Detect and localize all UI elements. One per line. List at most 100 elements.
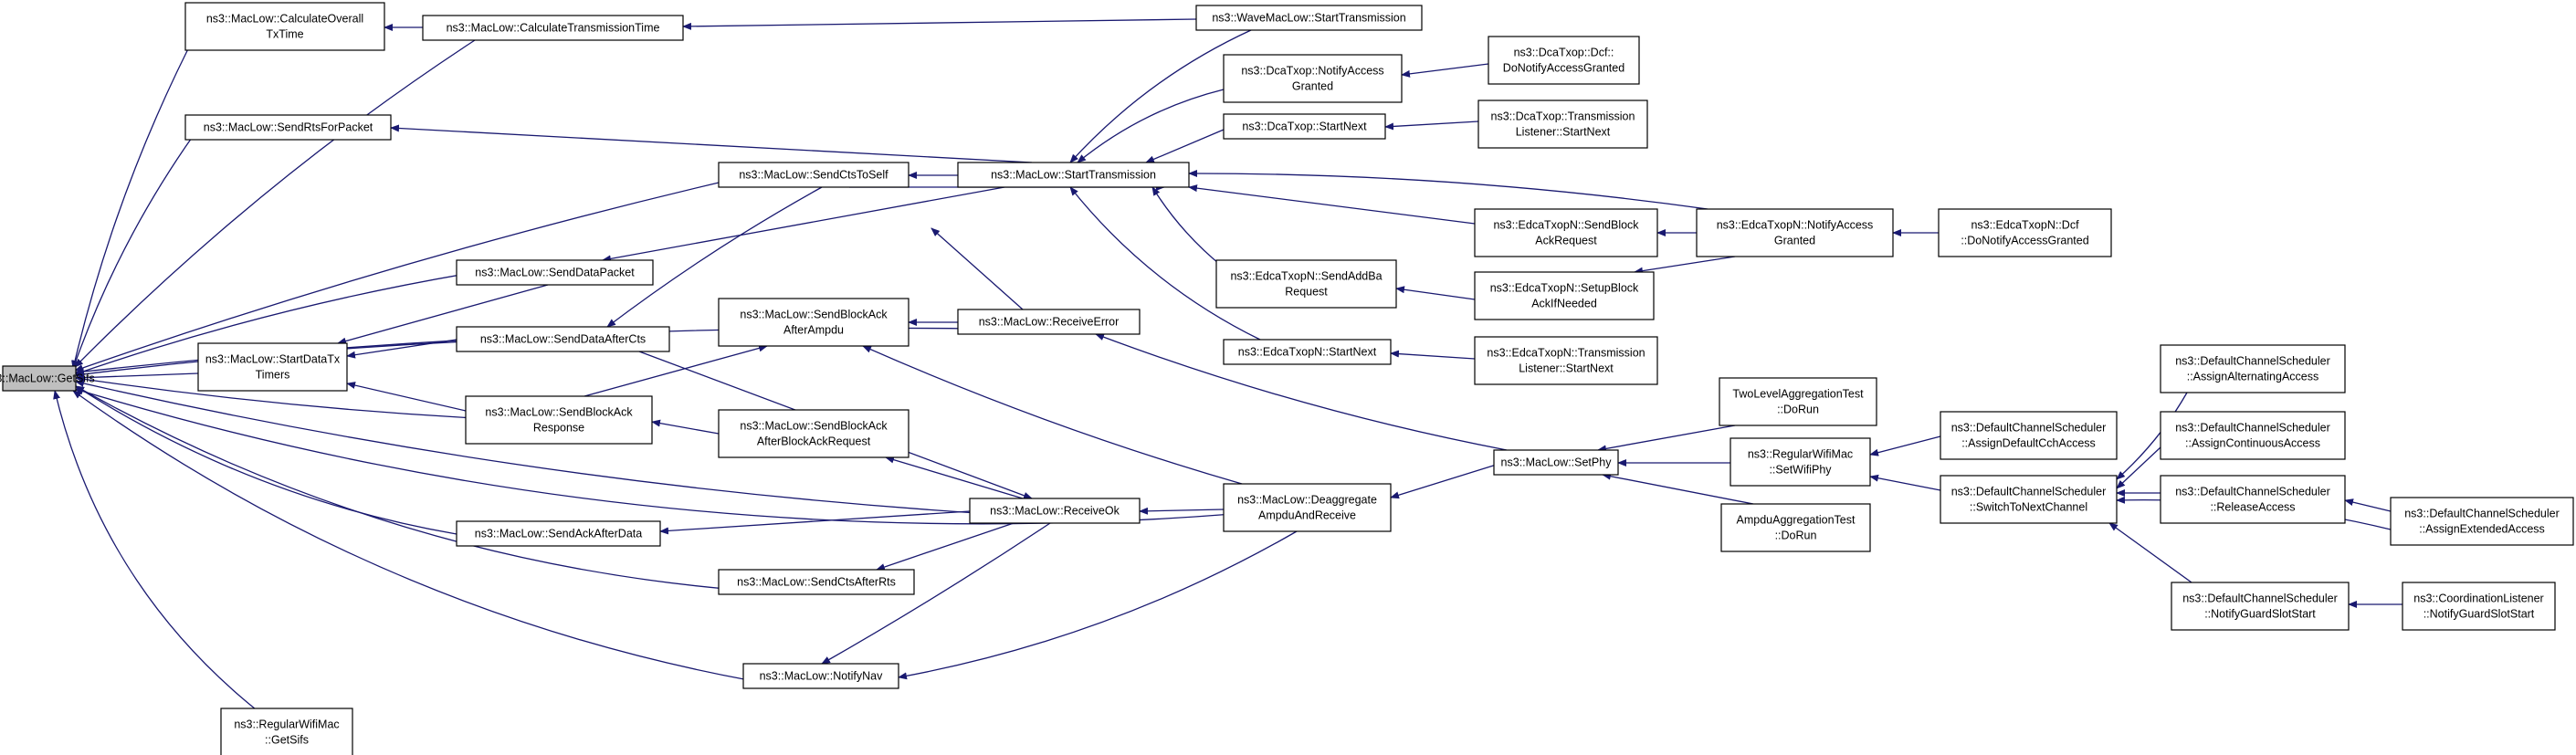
node-label-line: ::AssignDefaultCchAccess — [1961, 437, 2096, 450]
node-box — [742, 663, 899, 689]
node-label-line: ns3::MacLow::SendBlockAck — [740, 420, 888, 433]
node-dcscontinuous[interactable]: ns3::DefaultChannelScheduler::AssignCont… — [2160, 411, 2346, 460]
node-dcadcf[interactable]: ns3::DcaTxop::Dcf::DoNotifyAccessGranted — [1488, 36, 1640, 85]
node-edcadcf[interactable]: ns3::EdcaTxopN::Dcf::DoNotifyAccessGrant… — [1938, 208, 2112, 257]
edge-dcsswitch-to-regularsetwifiphy — [1869, 474, 1941, 491]
node-edcatranslistener[interactable]: ns3::EdcaTxopN::TransmissionListener::St… — [1474, 336, 1658, 385]
node-getsifs[interactable]: ns3::MacLow::GetSifs — [0, 365, 95, 392]
node-edcanotify[interactable]: ns3::EdcaTxopN::NotifyAccessGranted — [1696, 208, 1894, 257]
node-notifynav[interactable]: ns3::MacLow::NotifyNav — [742, 663, 899, 689]
node-wavestart[interactable]: ns3::WaveMacLow::StartTransmission — [1195, 5, 1423, 31]
node-label-line: ns3::EdcaTxopN::SetupBlock — [1490, 282, 1639, 295]
node-dcastartnext[interactable]: ns3::DcaTxop::StartNext — [1223, 113, 1386, 140]
node-label-line: ns3::EdcaTxopN::Dcf — [1971, 219, 2079, 232]
node-box — [184, 2, 385, 51]
edge-twolevel-to-setphy — [1597, 425, 1736, 453]
node-dcsswitch[interactable]: ns3::DefaultChannelScheduler::SwitchToNe… — [1940, 475, 2118, 524]
node-label-line: Listener::StartNext — [1516, 126, 1611, 139]
node-setphy[interactable]: ns3::MacLow::SetPhy — [1493, 449, 1619, 476]
node-sendctstoself[interactable]: ns3::MacLow::SendCtsToSelf — [718, 162, 909, 188]
node-label-line: ::AssignContinuousAccess — [2185, 437, 2320, 450]
node-coordlistener[interactable]: ns3::CoordinationListener::NotifyGuardSl… — [2402, 582, 2556, 631]
node-box — [1195, 5, 1423, 31]
node-box — [1477, 100, 1648, 149]
node-label-line: Timers — [256, 369, 290, 382]
node-sendrts[interactable]: ns3::MacLow::SendRtsForPacket — [184, 114, 392, 141]
node-label-line: ::NotifyGuardSlotStart — [2204, 608, 2316, 621]
edge-dcsextended-to-dcsrelease — [2344, 498, 2392, 512]
node-label-line: ns3::DefaultChannelScheduler — [2175, 422, 2330, 435]
node-dcatranslistener[interactable]: ns3::DcaTxop::TransmissionListener::Star… — [1477, 100, 1648, 149]
node-label-line: ns3::DefaultChannelScheduler — [2175, 355, 2330, 368]
node-label-line: ::DoRun — [1777, 404, 1819, 416]
node-label-line: ns3::MacLow::SetPhy — [1501, 456, 1613, 469]
node-label-line: ns3::RegularWifiMac — [234, 718, 339, 731]
node-edcastartnext[interactable]: ns3::EdcaTxopN::StartNext — [1223, 339, 1392, 365]
node-sendackafterdata[interactable]: ns3::MacLow::SendAckAfterData — [456, 520, 661, 547]
edge-edcanotify-to-edcasetupblock — [1634, 256, 1736, 275]
node-label-line: ns3::MacLow::SendBlockAck — [485, 406, 633, 419]
node-sendctsafterrts[interactable]: ns3::MacLow::SendCtsAfterRts — [718, 569, 915, 595]
node-twolevel[interactable]: TwoLevelAggregationTest::DoRun — [1719, 377, 1877, 426]
node-box — [2390, 497, 2574, 546]
node-receiveok[interactable]: ns3::MacLow::ReceiveOk — [969, 498, 1141, 524]
node-label-line: ns3::MacLow::CalculateOverall — [206, 13, 363, 26]
node-label-line: ::SwitchToNextChannel — [1970, 501, 2087, 514]
node-label-line: ns3::DefaultChannelScheduler — [1951, 422, 2107, 435]
edge-edcastartnext-to-starttransmission — [1069, 186, 1261, 341]
node-label-line: ns3::EdcaTxopN::StartNext — [1238, 346, 1377, 359]
node-label-line: AmpduAndReceive — [1258, 509, 1356, 522]
node-receiveerror[interactable]: ns3::MacLow::ReceiveError — [957, 309, 1141, 335]
edge-receiveok-to-sendackafterdata — [659, 510, 971, 535]
node-box — [2160, 475, 2346, 524]
node-label-line: DoNotifyAccessGranted — [1503, 62, 1624, 75]
node-regulargetsifs[interactable]: ns3::RegularWifiMac::GetSifs — [220, 708, 353, 755]
node-label-line: ns3::MacLow::StartTransmission — [991, 169, 1156, 182]
edge-edcatranslistener-to-edcastartnext — [1390, 350, 1476, 360]
node-starttransmission[interactable]: ns3::MacLow::StartTransmission — [957, 162, 1190, 188]
node-calctransmission[interactable]: ns3::MacLow::CalculateTransmissionTime — [422, 15, 684, 41]
node-regularsetwifiphy[interactable]: ns3::RegularWifiMac::SetWifiPhy — [1730, 437, 1871, 487]
edge-edcasetupblock-to-edcasendaddba — [1395, 286, 1476, 300]
node-sendblockackafterbar[interactable]: ns3::MacLow::SendBlockAckAfterBlockAckRe… — [718, 409, 909, 458]
edge-sendblockackresponse-to-getsifs — [75, 375, 476, 419]
node-label-line: ns3::MacLow::Deaggregate — [1237, 494, 1377, 507]
node-dcsdefaultcch[interactable]: ns3::DefaultChannelScheduler::AssignDefa… — [1940, 411, 2118, 460]
edge-dcsalternating-to-dcsswitch — [2116, 392, 2188, 480]
node-box — [2171, 582, 2350, 631]
node-label-line: ns3::MacLow::ReceiveError — [979, 316, 1120, 329]
node-dcanotify[interactable]: ns3::DcaTxop::NotifyAccessGranted — [1223, 54, 1403, 103]
node-senddatapacket[interactable]: ns3::MacLow::SendDataPacket — [456, 259, 654, 286]
node-label-line: Listener::StartNext — [1519, 362, 1614, 375]
node-box — [969, 498, 1141, 524]
edge-starttransmission-to-sendrts — [390, 124, 1033, 163]
edge-sendblockackafterbar-to-sendblockackresponse — [651, 419, 720, 435]
node-dcsrelease[interactable]: ns3::DefaultChannelScheduler::ReleaseAcc… — [2160, 475, 2346, 524]
node-box — [1488, 36, 1640, 85]
node-dcsextended[interactable]: ns3::DefaultChannelScheduler::AssignExte… — [2390, 497, 2574, 546]
node-label-line: ns3::MacLow::NotifyNav — [760, 670, 884, 683]
edge-deaggregate-to-sendblockackafterampdu — [862, 345, 1243, 485]
node-label-line: ns3::MacLow::SendRtsForPacket — [204, 121, 373, 134]
edge-sendrts-to-getsifs — [72, 134, 195, 370]
node-label-line: Granted — [1292, 80, 1333, 93]
node-dcsnotifyguard[interactable]: ns3::DefaultChannelScheduler::NotifyGuar… — [2171, 582, 2350, 631]
node-senddataafterrcts[interactable]: ns3::MacLow::SendDataAfterCts — [456, 326, 670, 352]
edge-edcasendaddba-to-starttransmission — [1151, 186, 1225, 268]
node-box — [957, 309, 1141, 335]
node-dcsalternating[interactable]: ns3::DefaultChannelScheduler::AssignAlte… — [2160, 344, 2346, 393]
edge-receiveerror-to-starttransmission — [931, 227, 1024, 310]
edge-dcsnotifyguard-to-dcsswitch — [2108, 522, 2192, 583]
node-box — [1223, 113, 1386, 140]
node-box — [1720, 503, 1871, 552]
node-label-line: ns3::CoordinationListener — [2413, 592, 2543, 605]
node-ampdutest[interactable]: AmpduAggregationTest::DoRun — [1720, 503, 1871, 552]
